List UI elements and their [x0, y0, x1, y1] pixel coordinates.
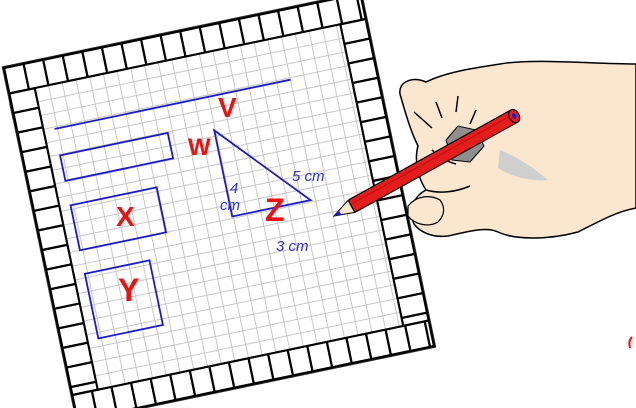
measure-height-value: 4: [230, 180, 238, 197]
red-mark: [628, 336, 633, 349]
measurements: 5 cm 4 cm 3 cm: [220, 168, 325, 255]
rectangle-w: [59, 131, 175, 182]
pencil-icon: [332, 108, 521, 217]
inner-grid: [37, 25, 401, 387]
measure-hypotenuse: 5 cm: [292, 168, 325, 185]
measure-base: 3 cm: [276, 238, 309, 255]
label-y: Y: [118, 272, 139, 308]
shape-labels: V W X Y Z: [116, 92, 285, 308]
line-v: [54, 78, 291, 130]
measure-height-unit: cm: [220, 197, 240, 214]
graph-paper-board: [1, 0, 437, 408]
label-w: W: [188, 134, 211, 161]
fingers-over-pencil: [407, 196, 445, 226]
hand: [399, 60, 636, 239]
hand-with-pencil: [332, 60, 636, 239]
label-x: X: [116, 201, 135, 232]
label-z: Z: [265, 192, 285, 228]
label-v: V: [218, 92, 237, 123]
triangle-z: [212, 128, 313, 218]
thumb-shadow: [498, 150, 548, 181]
rectangle-x: [69, 186, 168, 252]
square-y: [83, 259, 165, 340]
